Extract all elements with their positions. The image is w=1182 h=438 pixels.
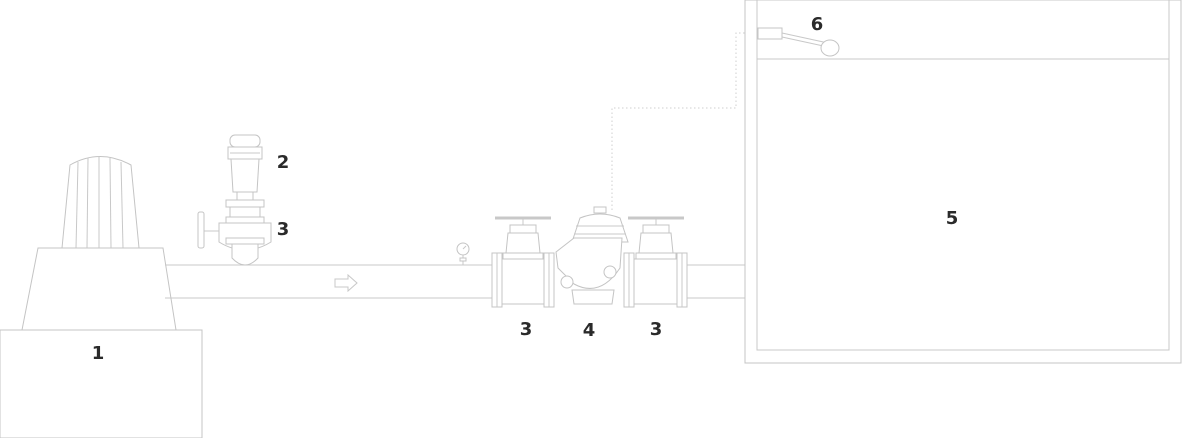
float-switch	[757, 27, 840, 57]
callout-valve-right: 3	[650, 319, 663, 340]
pump-housing	[21, 247, 177, 331]
control-valve	[555, 206, 629, 305]
pump-base-block	[0, 329, 203, 438]
callout-actuator: 2	[277, 152, 290, 173]
pump-station	[0, 156, 203, 438]
signal-line	[611, 32, 758, 210]
flow-arrow-icon	[334, 273, 358, 293]
pump-motor	[61, 156, 140, 249]
pressure-gauge-icon	[456, 242, 470, 265]
callout-control-valve: 4	[583, 320, 596, 341]
tank	[744, 0, 1182, 364]
callout-pump-station: 1	[92, 343, 105, 364]
valve-vertical	[197, 199, 272, 266]
callout-valve-left: 3	[520, 319, 533, 340]
callout-float-switch: 6	[811, 14, 824, 35]
actuator	[227, 134, 263, 201]
gate-valve-right	[623, 216, 688, 308]
callout-tank: 5	[946, 208, 959, 229]
main-pipe	[165, 264, 745, 299]
gate-valve-left	[491, 216, 555, 308]
callout-valve-top: 3	[277, 219, 290, 240]
